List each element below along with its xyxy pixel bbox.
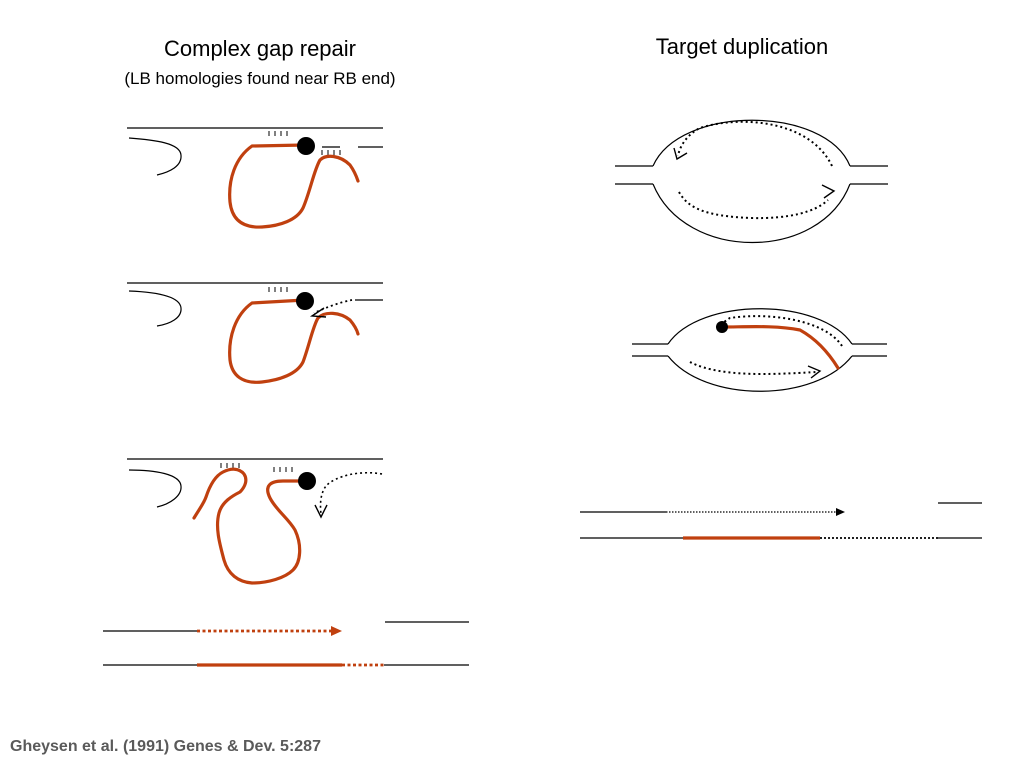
tdna-strand (228, 143, 360, 229)
repair-arrowhead (309, 307, 327, 318)
repair-arrowhead-bottom (807, 365, 822, 379)
repair-synthesis-dotted (313, 299, 353, 314)
homology-ticks-top (268, 287, 288, 292)
citation: Gheysen et al. (1991) Genes & Dev. 5:287 (10, 738, 321, 755)
bubble-bottom-strand (667, 355, 853, 392)
homology-ticks-bottom (321, 150, 341, 155)
target-duplication-title: Target duplication (655, 34, 829, 59)
repair-synthesis-dotted (319, 471, 383, 515)
homology-ticks-left (220, 463, 240, 468)
homology-ticks-right (273, 467, 293, 472)
target-duplication-step-1 (615, 119, 888, 244)
target-duplication-result (580, 502, 982, 540)
repair-arrowhead-bottom (821, 184, 836, 199)
bubble-top-strand (667, 308, 853, 345)
homology-ticks-top (268, 131, 288, 136)
repair-synthesis-top (719, 315, 843, 347)
tdna-strand (192, 467, 308, 585)
bubble-top-strand (652, 119, 851, 167)
complex-gap-repair-title: Complex gap repair (164, 36, 356, 61)
tdna-strand (721, 325, 840, 370)
target-duplication-step-2 (632, 308, 887, 392)
gap-repair-step-1 (127, 127, 383, 229)
gap-repair-step-3 (127, 458, 383, 585)
repair-synthesis-bottom (689, 361, 819, 376)
tdna-strand (228, 298, 360, 384)
target-dna-left-end (128, 137, 182, 176)
complex-gap-repair-subtitle: (LB homologies found near RB end) (124, 69, 396, 88)
duplicated-target-arrowhead (836, 508, 845, 516)
virD2-protein-dot (298, 472, 316, 490)
virD2-protein-dot (296, 292, 314, 310)
repair-arrowhead-top (673, 147, 688, 161)
virD2-protein-dot (297, 137, 315, 155)
gap-repair-step-2 (127, 282, 383, 384)
tdna-new-strand-arrowhead (331, 626, 342, 636)
target-dna-left-end (128, 469, 182, 508)
target-dna-left-end (128, 290, 182, 327)
repair-synthesis-bottom (678, 191, 829, 220)
repair-arrowhead (314, 504, 328, 519)
repair-synthesis-top (677, 120, 833, 167)
virD2-protein-dot (716, 321, 728, 333)
bubble-bottom-strand (652, 183, 851, 244)
gap-repair-result (103, 621, 469, 667)
